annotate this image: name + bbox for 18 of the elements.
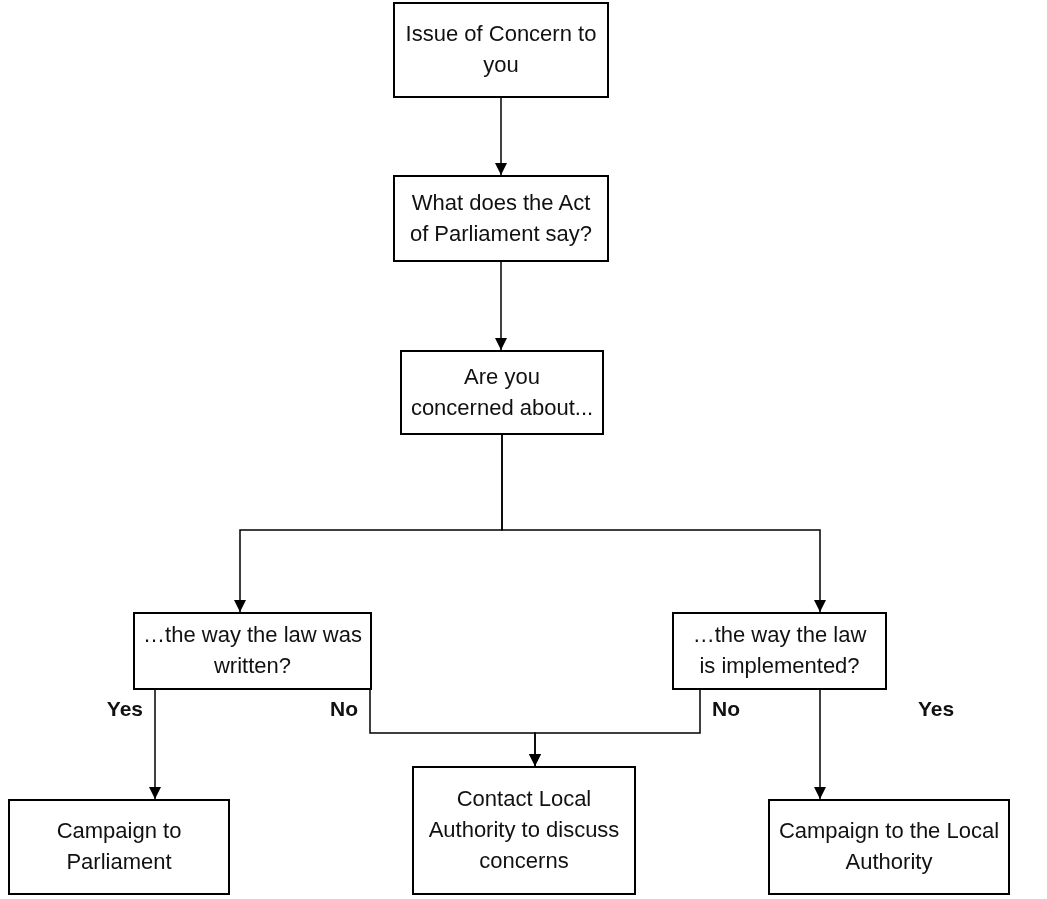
process-box: Issue of Concern to you [393, 2, 609, 98]
arrow [495, 261, 507, 351]
arrow [529, 689, 701, 767]
edge-label: No [330, 696, 358, 722]
process-box: Contact Local Authority to discuss concerns [412, 766, 636, 895]
process-box: Are you concerned about... [400, 350, 604, 435]
arrow [501, 434, 826, 613]
edge-label: Yes [918, 696, 955, 722]
process-box: Campaign to the Local Authority [768, 799, 1010, 895]
process-box: …the way the law was written? [133, 612, 372, 690]
arrow [814, 689, 826, 800]
process-box: …the way the law is implemented? [672, 612, 887, 690]
process-box: Campaign to Parliament [8, 799, 230, 895]
edge-label: Yes [106, 696, 143, 722]
arrow [149, 689, 161, 800]
process-box: What does the Act of Parliament say? [393, 175, 609, 262]
arrow [495, 97, 507, 176]
edge-label: No [712, 696, 740, 722]
